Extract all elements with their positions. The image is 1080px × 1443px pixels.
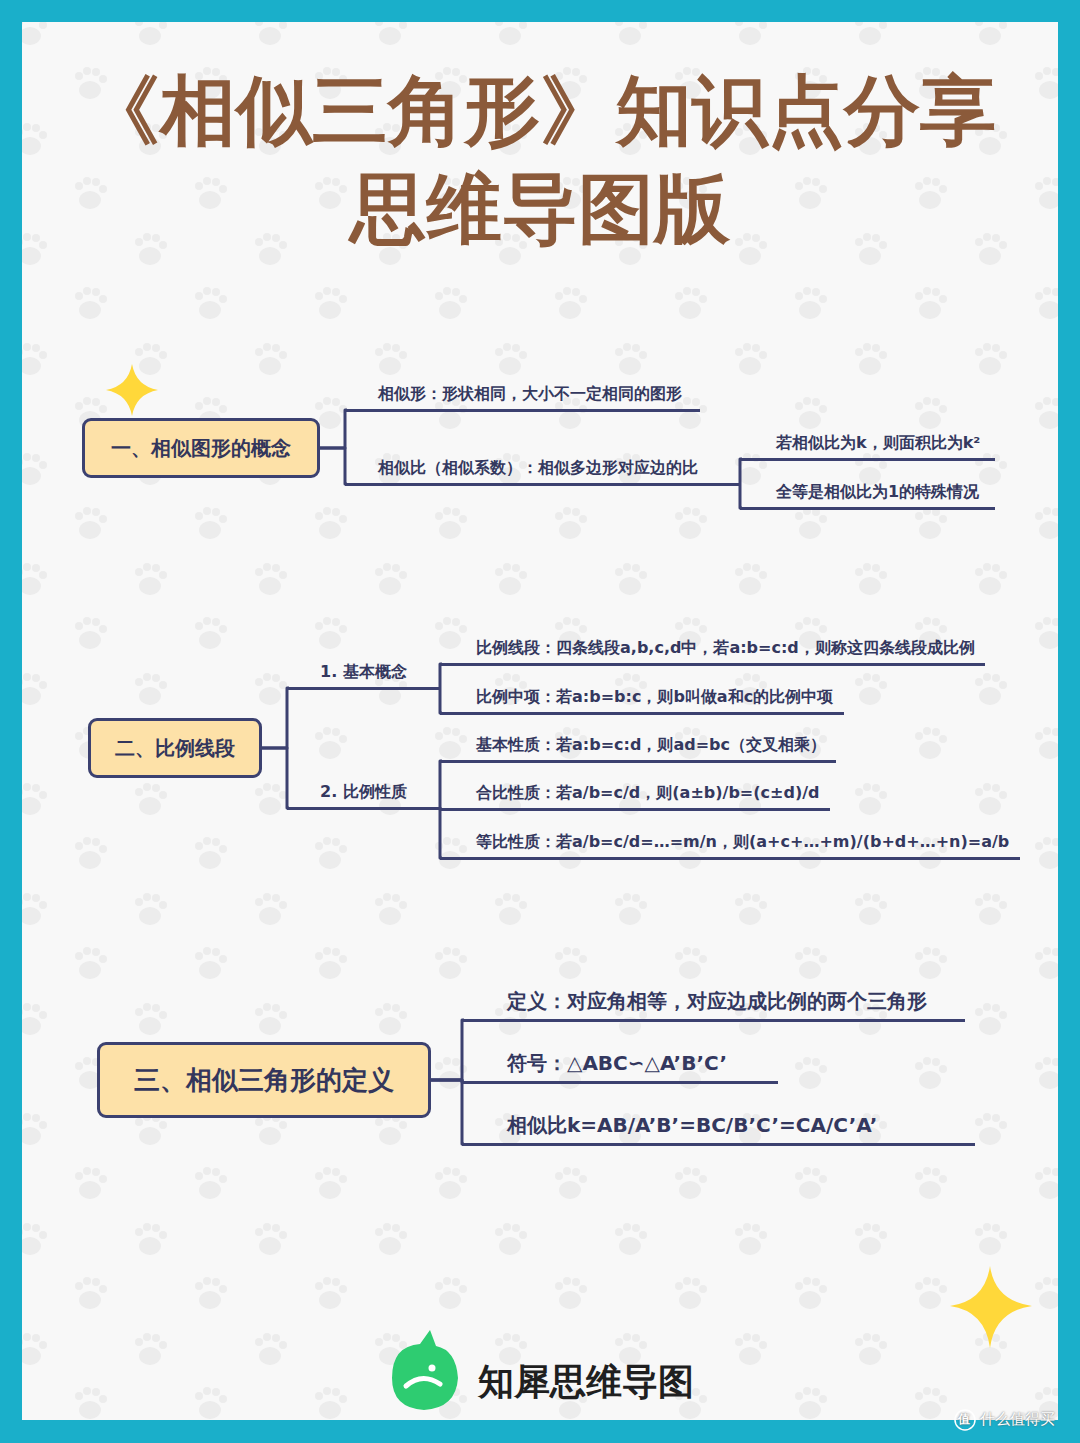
node-text: 三、相似三角形的定义 bbox=[134, 1063, 394, 1098]
branch-item: 1. 基本概念 bbox=[287, 662, 440, 690]
node-text: 全等是相似比为1的特殊情况 bbox=[776, 482, 979, 501]
branch-connector bbox=[440, 761, 442, 808]
branch-item: 等比性质：若a/b=c/d=…=m/n，则(a+c+…+m)/(b+d+…+n)… bbox=[440, 832, 1020, 860]
branch-item: 符号：△ABC∽△A’B’C’ bbox=[462, 1050, 778, 1084]
node-text: 符号：△ABC∽△A’B’C’ bbox=[507, 1051, 727, 1075]
node-text: 比例中项：若a:b=b:c，则b叫做a和c的比例中项 bbox=[476, 687, 833, 706]
node-text: 定义：对应角相等，对应边成比例的两个三角形 bbox=[507, 989, 927, 1013]
node-text: 若相似比为k，则面积比为k² bbox=[776, 433, 980, 452]
brand-name: 知犀思维导图 bbox=[478, 1358, 694, 1407]
node-text: 1. 基本概念 bbox=[320, 662, 407, 681]
branch-connector bbox=[440, 664, 442, 688]
node-text: 相似比（相似系数）：相似多边形对应边的比 bbox=[378, 458, 698, 477]
branch-connector bbox=[440, 688, 442, 713]
watermark-icon bbox=[955, 1410, 975, 1430]
branch-connector bbox=[262, 748, 289, 808]
topic-box: 三、相似三角形的定义 bbox=[97, 1042, 431, 1118]
branch-connector bbox=[740, 459, 742, 484]
node-text: 相似比k=AB/A’B’=BC/B’C’=CA/C’A’ bbox=[507, 1113, 877, 1137]
branch-connector bbox=[431, 1020, 464, 1080]
branch-item: 比例线段：四条线段a,b,c,d中，若a:b=c:d，则称这四条线段成比例 bbox=[440, 638, 985, 666]
branch-item: 2. 比例性质 bbox=[287, 782, 440, 810]
branch-item: 基本性质：若a:b=c:d，则ad=bc（交叉相乘） bbox=[440, 735, 836, 763]
watermark-icon-text: 值 bbox=[958, 1411, 970, 1428]
branch-item: 定义：对应角相等，对应边成比例的两个三角形 bbox=[462, 988, 965, 1022]
node-text: 基本性质：若a:b=c:d，则ad=bc（交叉相乘） bbox=[476, 735, 826, 754]
branch-connector bbox=[440, 808, 442, 858]
node-text: 合比性质：若a/b=c/d，则(a±b)/b=(c±d)/d bbox=[476, 783, 820, 802]
topic-box: 二、比例线段 bbox=[88, 718, 262, 778]
branch-item: 全等是相似比为1的特殊情况 bbox=[740, 482, 995, 510]
branch-connector bbox=[320, 410, 347, 448]
panel bbox=[22, 22, 1058, 1420]
branch-connector bbox=[740, 484, 742, 508]
logo-icon bbox=[392, 1330, 458, 1410]
node-text: 等比性质：若a/b=c/d=…=m/n，则(a+c+…+m)/(b+d+…+n)… bbox=[476, 832, 1009, 851]
node-text: 2. 比例性质 bbox=[320, 782, 407, 801]
node-text: 相似形：形状相同，大小不一定相同的图形 bbox=[378, 384, 682, 403]
star bbox=[106, 364, 158, 416]
star bbox=[950, 1266, 1032, 1348]
branch-item: 合比性质：若a/b=c/d，则(a±b)/b=(c±d)/d bbox=[440, 783, 830, 811]
branch-item: 相似比k=AB/A’B’=BC/B’C’=CA/C’A’ bbox=[462, 1112, 975, 1146]
branch-item: 相似比（相似系数）：相似多边形对应边的比 bbox=[345, 458, 740, 486]
node-text: 比例线段：四条线段a,b,c,d中，若a:b=c:d，则称这四条线段成比例 bbox=[476, 638, 975, 657]
title: 《相似三角形》知识点分享 思维导图版 bbox=[70, 62, 1010, 258]
node-text: 二、比例线段 bbox=[115, 735, 235, 762]
node-text: 一、相似图形的概念 bbox=[111, 435, 291, 462]
topic-box: 一、相似图形的概念 bbox=[82, 418, 320, 478]
watermark: 什么值得买 bbox=[980, 1410, 1055, 1429]
branch-connector bbox=[320, 448, 347, 484]
branch-connector bbox=[431, 1080, 464, 1144]
paw-texture bbox=[22, 22, 1058, 1420]
branch-item: 相似形：形状相同，大小不一定相同的图形 bbox=[345, 384, 700, 412]
branch-connector bbox=[262, 688, 289, 748]
branch-item: 若相似比为k，则面积比为k² bbox=[740, 433, 995, 461]
branch-item: 比例中项：若a:b=b:c，则b叫做a和c的比例中项 bbox=[440, 687, 844, 715]
